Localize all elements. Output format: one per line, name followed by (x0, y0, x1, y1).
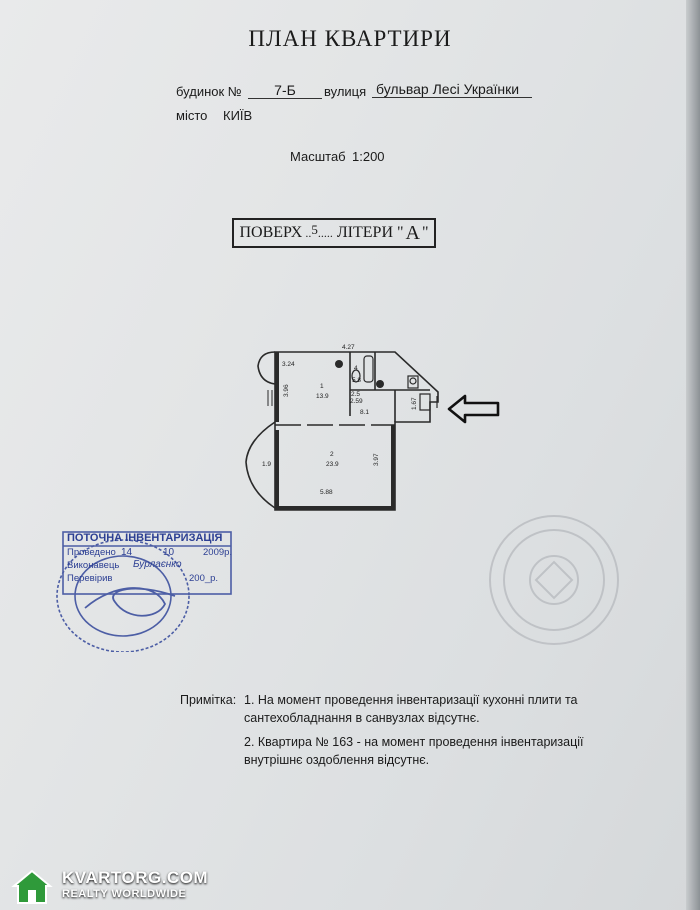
dim-top-width: 4.27 (342, 344, 355, 351)
stamp-header: ПОТОЧНА ІНВЕНТАРИЗАЦІЯ (67, 532, 223, 544)
dim-bottom-width: 5.88 (320, 489, 333, 496)
litera-label: ЛІТЕРИ (336, 224, 394, 241)
house-logo-icon (11, 869, 53, 904)
hall-height: 1.67 (411, 397, 418, 410)
note-item2-line1: 2. Квартира № 163 - на момент проведення… (244, 735, 584, 749)
room2-height: 3.97 (373, 453, 380, 466)
floor-dots-right: ..... (317, 225, 333, 240)
dim-corridor-width: 3.24 (282, 361, 295, 368)
litera-quote-open: " (397, 224, 404, 241)
stamp-row1-day: 14 (121, 547, 133, 558)
wc-number: 4 (354, 365, 358, 372)
note-item1-line1: 1. На момент проведення інвентаризації к… (244, 693, 578, 707)
stamp-row3-label: Перевірив (67, 573, 113, 584)
notes-label: Примітка: (180, 693, 237, 707)
street-name: бульвар Лесі Українки (372, 81, 532, 98)
stamp-row1-month: 10 (163, 547, 175, 558)
balcony-dim: 1.9 (262, 461, 271, 468)
document-title: ПЛАН КВАРТИРИ (248, 26, 452, 51)
room2-area: 23.9 (326, 461, 339, 468)
scale-label: Масштаб (290, 149, 346, 164)
room1-number: 1 (320, 383, 324, 390)
litera-quote-close: " (422, 224, 429, 241)
building-label: будинок № (176, 84, 242, 99)
note-item2-line2: внутрішнє оздоблення відсутнє. (244, 753, 430, 767)
litera-value: А (405, 221, 420, 244)
watermark: KVARTORG.COM REALTY WORLDWIDE (10, 862, 208, 908)
room1-area: 13.9 (316, 393, 329, 400)
arrow-left-icon (447, 394, 500, 424)
street-label: вулиця (324, 84, 367, 99)
page-edge-shadow (686, 0, 700, 910)
inventory-stamp: ПОТОЧНА ІНВЕНТАРИЗАЦІЯ Проведено 14 10 2… (45, 522, 245, 652)
floor-box: ПОВЕРХ .. 5 ..... ЛІТЕРИ " А " (232, 218, 436, 248)
floor-dots-left: .. (305, 225, 312, 240)
bath-area: 2.5 (351, 391, 360, 398)
floor-label: ПОВЕРХ (239, 224, 303, 241)
stamp-row1-year: 2009р. (203, 547, 233, 558)
small-width: 2.59 (350, 398, 363, 405)
floor-plan: 4.27 3.24 1 13.9 3.96 4 5.8 2.59 2.5 8.1… (245, 344, 439, 511)
stamp-row2-label: Виконавець (67, 560, 120, 571)
note-item1-line2: сантехобладнання в санвузлах відсутнє. (244, 711, 480, 725)
city-label: місто (176, 108, 208, 123)
building-number: 7-Б (248, 82, 322, 99)
city-name: КИЇВ (223, 108, 253, 123)
scale-value: 1:200 (352, 149, 385, 164)
watermark-title: KVARTORG.COM (62, 868, 209, 887)
room2-number: 2 (330, 451, 334, 458)
hall-area: 8.1 (360, 409, 369, 416)
faded-seal (489, 515, 619, 645)
watermark-subtitle: REALTY WORLDWIDE (62, 888, 187, 900)
wc-area: 5.8 (352, 377, 361, 384)
stamp-row1-label: Проведено (67, 547, 116, 558)
floor-number: 5 (311, 222, 318, 237)
room1-height: 3.96 (283, 384, 290, 397)
stamp-row2-value: Бурлаєнко (133, 559, 182, 570)
stamp-outline (56, 531, 232, 652)
stamp-row3-value: 200_р. (189, 573, 219, 584)
